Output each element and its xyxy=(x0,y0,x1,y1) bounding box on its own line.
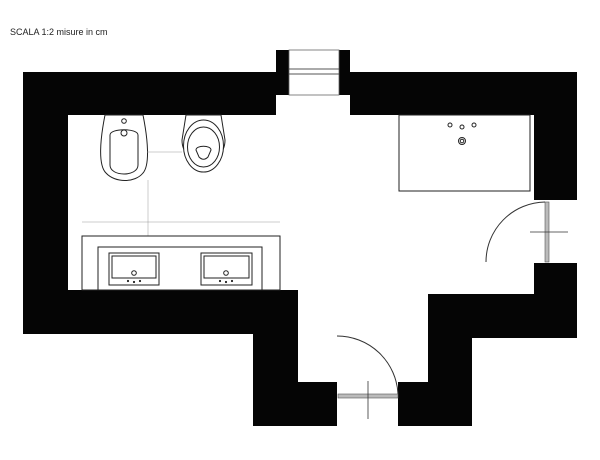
scale-label: SCALA 1:2 misure in cm xyxy=(10,27,108,37)
door-right xyxy=(485,201,568,263)
wall-bottom-right xyxy=(398,263,577,426)
door-bottom xyxy=(336,335,399,419)
toilet xyxy=(181,114,226,173)
sink-left xyxy=(108,252,160,286)
window xyxy=(288,49,340,96)
wall-left-top xyxy=(23,50,337,426)
bidet xyxy=(100,114,148,181)
bathtub xyxy=(398,114,531,192)
sink-right xyxy=(200,252,253,286)
wall-right xyxy=(339,50,577,200)
